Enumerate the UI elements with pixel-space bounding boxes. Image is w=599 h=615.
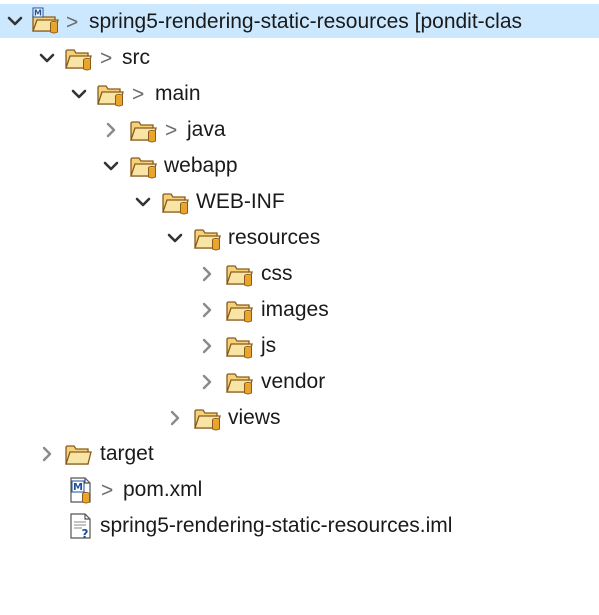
project-explorer-tree: M > spring5-rendering-static-resources [… [0,4,599,544]
tree-item-vendor[interactable]: vendor [0,364,599,400]
tree-item-resources[interactable]: resources [0,220,599,256]
chevron-down-icon[interactable] [134,193,152,211]
svg-text:?: ? [82,527,89,541]
tree-item-webapp[interactable]: webapp [0,148,599,184]
tree-item-label: main [155,82,201,105]
tree-item-project[interactable]: M > spring5-rendering-static-resources [… [0,4,599,38]
tree-item-css[interactable]: css [0,256,599,292]
tree-item-iml-file[interactable]: ? spring5-rendering-static-resources.iml [0,508,599,544]
tree-item-main[interactable]: > main [0,76,599,112]
tree-item-label: images [261,298,329,321]
tree-item-pom-xml[interactable]: M > pom.xml [0,472,599,508]
tree-item-views[interactable]: views [0,400,599,436]
tree-item-label: java [187,118,226,141]
folder-icon [224,295,254,325]
tree-item-label: css [261,262,293,285]
tree-item-label: resources [228,226,321,249]
dirty-marker: > [100,47,113,70]
tree-item-label: webapp [164,154,238,177]
tree-item-label: WEB-INF [196,190,285,213]
folder-icon [95,79,125,109]
maven-project-icon: M [30,6,60,36]
folder-icon [192,223,222,253]
tree-item-label: src [122,46,150,69]
svg-text:M: M [73,482,83,493]
unknown-file-icon: ? [66,511,96,541]
chevron-down-icon[interactable] [6,12,24,30]
tree-item-label: target [100,442,154,465]
plain-folder-icon [63,439,93,469]
tree-item-label: js [261,334,277,357]
dirty-marker: > [66,11,79,34]
chevron-right-icon[interactable] [198,301,216,319]
folder-icon [224,367,254,397]
dirty-marker: > [165,119,178,142]
tree-item-label: views [228,406,281,429]
folder-icon [160,187,190,217]
chevron-down-icon[interactable] [38,49,56,67]
chevron-right-icon[interactable] [166,409,184,427]
dirty-marker: > [101,479,114,502]
tree-item-java[interactable]: > java [0,112,599,148]
folder-icon [192,403,222,433]
tree-item-target[interactable]: target [0,436,599,472]
tree-item-label: vendor [261,370,326,393]
chevron-right-icon[interactable] [198,265,216,283]
maven-pom-file-icon: M [66,475,96,505]
chevron-down-icon[interactable] [102,157,120,175]
chevron-right-icon[interactable] [38,445,56,463]
folder-icon [128,151,158,181]
folder-icon [224,259,254,289]
tree-item-label: spring5-rendering-static-resources [pond… [89,10,523,33]
tree-item-label: spring5-rendering-static-resources.iml [100,514,453,537]
tree-item-images[interactable]: images [0,292,599,328]
folder-icon [224,331,254,361]
chevron-right-icon[interactable] [198,373,216,391]
chevron-down-icon[interactable] [70,85,88,103]
tree-item-src[interactable]: > src [0,40,599,76]
tree-item-label: pom.xml [123,478,203,501]
chevron-down-icon[interactable] [166,229,184,247]
folder-icon [63,43,93,73]
chevron-right-icon[interactable] [102,121,120,139]
tree-item-js[interactable]: js [0,328,599,364]
chevron-right-icon[interactable] [198,337,216,355]
tree-item-web-inf[interactable]: WEB-INF [0,184,599,220]
svg-text:M: M [34,9,42,18]
dirty-marker: > [132,83,145,106]
folder-icon [128,115,158,145]
